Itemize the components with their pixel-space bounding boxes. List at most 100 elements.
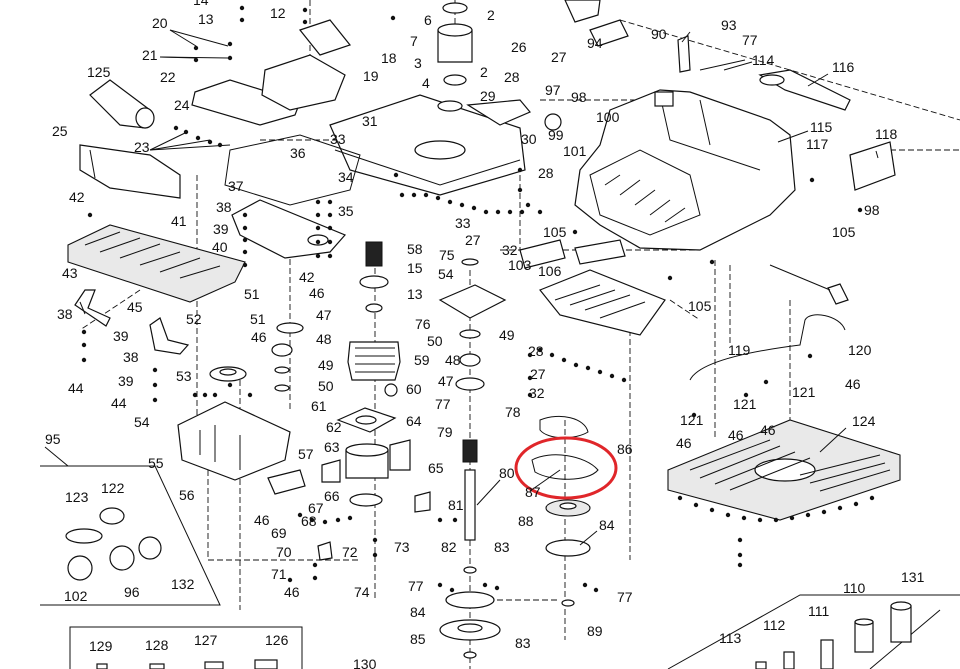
part-label: 131	[901, 569, 925, 585]
fastener-dot	[447, 199, 453, 205]
part-label: 18	[381, 50, 397, 66]
part-label: 75	[439, 247, 455, 263]
part-label: 80	[499, 465, 515, 481]
fastener-dot	[247, 392, 253, 398]
fastener-dot	[519, 209, 525, 215]
fastener-dot	[483, 209, 489, 215]
part-label: 21	[142, 47, 158, 63]
part-label: 14	[193, 0, 209, 8]
part-label: 101	[563, 143, 587, 159]
part-label: 27	[530, 366, 546, 382]
fastener-dot	[494, 585, 500, 591]
fastener-dot	[242, 212, 248, 218]
fastener-dot	[315, 225, 321, 231]
part-label: 28	[504, 69, 520, 85]
part-label: 46	[251, 329, 267, 345]
fastener-dot	[347, 515, 353, 521]
upper-housing-115	[574, 89, 796, 251]
part-label: 95	[45, 431, 61, 447]
part-label: 77	[617, 589, 633, 605]
fastener-dot	[212, 392, 218, 398]
fastener-dot	[517, 187, 523, 193]
part-label: 63	[324, 439, 340, 455]
label-plates	[519, 19, 896, 336]
part-label: 13	[198, 11, 214, 27]
part-label: 45	[127, 299, 143, 315]
fastener-dot	[789, 515, 795, 521]
part-label: 54	[134, 414, 150, 430]
misc-small-parts	[466, 99, 849, 381]
part-label: 59	[414, 352, 430, 368]
fastener-dot	[322, 519, 328, 525]
fastener-dot	[525, 202, 531, 208]
fastener-dot	[411, 192, 417, 198]
part-label: 120	[848, 342, 872, 358]
part-label: 98	[571, 89, 587, 105]
fastener-dot	[527, 375, 533, 381]
part-label: 61	[311, 398, 327, 414]
part-label: 25	[52, 123, 68, 139]
fastener-dot	[327, 253, 333, 259]
part-label: 121	[680, 412, 704, 428]
spindle-column	[438, 258, 507, 659]
part-label: 102	[64, 588, 88, 604]
part-label: 77	[435, 396, 451, 412]
fastener-dot	[327, 199, 333, 205]
part-label: 2	[480, 64, 488, 80]
fastener-dot	[312, 575, 318, 581]
part-label: 54	[438, 266, 454, 282]
part-label: 81	[448, 497, 464, 513]
fastener-dot	[807, 353, 813, 359]
fastener-dot	[242, 225, 248, 231]
fastener-dot	[837, 505, 843, 511]
fastener-dot	[393, 172, 399, 178]
part-label: 49	[318, 357, 334, 373]
fastener-dot	[621, 377, 627, 383]
fastener-dot	[399, 192, 405, 198]
fastener-dot	[217, 142, 223, 148]
top-right-parts	[564, 0, 851, 111]
fastener-dot	[312, 562, 318, 568]
part-label: 47	[438, 373, 454, 389]
part-label: 3	[414, 55, 422, 71]
part-label: 29	[480, 88, 496, 104]
fastener-dot	[691, 412, 697, 418]
fastener-dot	[821, 509, 827, 515]
fastener-dot	[202, 392, 208, 398]
part-label: 77	[742, 32, 758, 48]
part-label: 44	[68, 380, 84, 396]
part-label: 90	[651, 26, 667, 42]
fastener-dot	[527, 392, 533, 398]
motor-stack	[271, 241, 411, 507]
part-label: 33	[455, 215, 471, 231]
fastener-dot	[667, 275, 673, 281]
fastener-dot	[315, 199, 321, 205]
fastener-dot	[242, 262, 248, 268]
part-label: 119	[728, 342, 751, 358]
part-label: 38	[123, 349, 139, 365]
fastener-dot	[297, 512, 303, 518]
fastener-dot	[152, 367, 158, 373]
part-label: 38	[216, 199, 232, 215]
fastener-dot	[585, 365, 591, 371]
part-label: 86	[617, 441, 633, 457]
fastener-dot	[725, 512, 731, 518]
part-label: 65	[428, 460, 444, 476]
fasteners	[81, 5, 875, 593]
fastener-dot	[537, 209, 543, 215]
fastener-dot	[805, 512, 811, 518]
part-label: 52	[186, 311, 202, 327]
fastener-dot	[173, 125, 179, 131]
part-label: 74	[354, 584, 370, 600]
part-label: 56	[179, 487, 195, 503]
fastener-dot	[239, 17, 245, 23]
part-label: 79	[437, 424, 453, 440]
fastener-dot	[390, 15, 396, 21]
fastener-dot	[449, 587, 455, 593]
part-label: 69	[271, 525, 287, 541]
part-label: 46	[845, 376, 861, 392]
part-label: 53	[176, 368, 192, 384]
part-label: 105	[688, 298, 712, 314]
